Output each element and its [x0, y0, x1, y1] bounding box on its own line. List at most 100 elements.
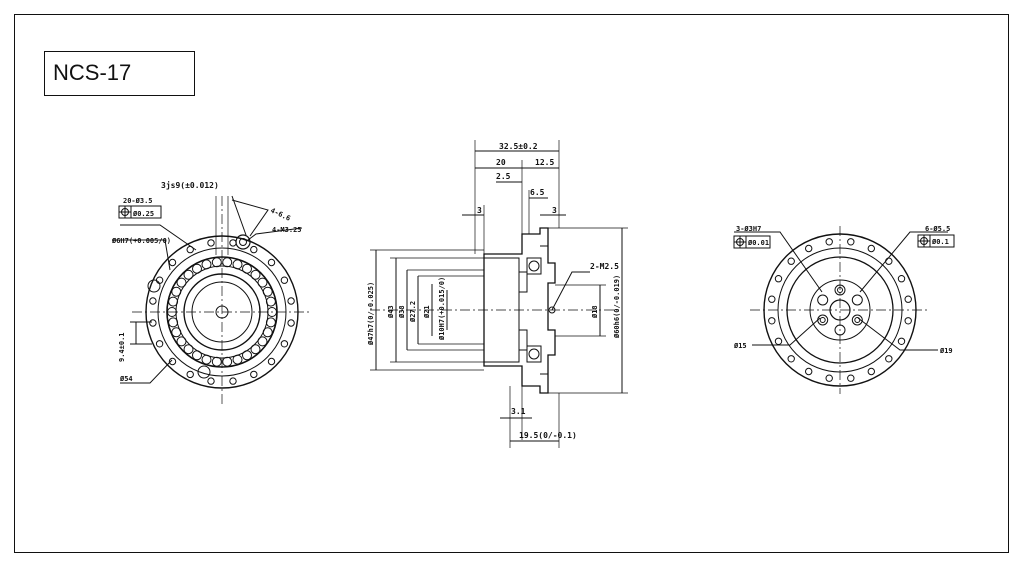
side-dia-10-label: Ø10H7(+0.015/0) [438, 277, 446, 341]
side-dia-43-label: Ø43 [387, 305, 395, 319]
mounting-hole [817, 294, 829, 306]
rear-view-labels: 3-Ø3H7 Ø0.01 6-Ø5.5 Ø0.1 Ø15 Ø19 [733, 225, 953, 355]
bolt-hole [155, 276, 164, 284]
bearing-ball [265, 317, 276, 328]
mounting-hole [851, 294, 863, 306]
side-dia-60-label: Ø60h6(0/-0.019) [613, 275, 621, 339]
front-view-labels: 3js9(±0.012) 20-Ø3.5 Ø0.25 Ø6H7(+0.005/0… [111, 180, 302, 383]
bearing-ball [242, 350, 252, 361]
front-offset-label: 9.4±0.1 [118, 332, 126, 362]
bolt-hole [885, 257, 893, 265]
side-seg-b-label: 12.5 [535, 158, 554, 167]
bolt-hole [155, 340, 164, 348]
bearing-ball [176, 336, 187, 347]
bearing-ball [257, 336, 268, 347]
side-view-labels: 32.5±0.2 20 12.5 2.5 6.5 3 3 2-M2.5 Ø47h… [367, 142, 621, 440]
rear-dia-19-label: Ø19 [939, 347, 953, 355]
bolt-hole [149, 319, 157, 327]
bearing-ball [222, 356, 233, 367]
bolt-hole [787, 355, 795, 363]
side-3-right-label: 3 [552, 206, 557, 215]
bearing-ball [192, 263, 202, 274]
bolt-hole [768, 295, 776, 303]
rear-view [733, 226, 955, 394]
bolt-hole [267, 258, 276, 267]
front-fcf-label: Ø0.25 [132, 210, 154, 218]
bearing-ball [211, 257, 222, 268]
bolt-hole [207, 377, 215, 385]
bolt-hole [805, 367, 813, 376]
drawing-title: NCS-17 [53, 60, 132, 85]
bolt-hole [897, 275, 906, 283]
side-dia-18-label: Ø18 [591, 305, 599, 319]
rear-holes-label: 6-Ø5.5 [925, 225, 950, 233]
bearing-ball [201, 259, 212, 270]
bolt-hole [287, 319, 295, 327]
bearing-ball [242, 263, 252, 274]
bolt-hole [825, 238, 833, 246]
bolt-hole [168, 258, 177, 267]
bearing-ball [171, 327, 182, 338]
bolt-hole [267, 357, 276, 366]
bearing-ball [211, 356, 222, 367]
side-dia-27-label: Ø27.2 [409, 301, 417, 323]
bearing-ball [201, 354, 212, 365]
bolt-hole [787, 257, 795, 265]
bolt-hole [805, 244, 813, 253]
bearing-ball [222, 257, 233, 268]
bearing-ball [232, 354, 243, 365]
title-box [44, 51, 195, 96]
rear-fcf-pins-label: Ø0.01 [747, 239, 769, 247]
drawing-border [14, 14, 1009, 553]
bearing-ball [183, 269, 194, 280]
front-tolerance-label: 3js9(±0.012) [161, 180, 219, 190]
front-view [112, 195, 312, 404]
bearing-ball [168, 317, 179, 328]
rear-fcf-holes-label: Ø0.1 [931, 238, 949, 246]
side-2-5-label: 2.5 [496, 172, 511, 181]
bolt-hole [867, 244, 875, 253]
bolt-hole [250, 245, 258, 254]
side-6-5-label: 6.5 [530, 188, 545, 197]
bolt-hole [149, 297, 157, 305]
side-view [370, 140, 628, 448]
bolt-hole [229, 239, 237, 247]
front-bore-label: Ø6H7(+0.005/0) [111, 237, 171, 245]
bolt-hole [168, 357, 177, 366]
bolt-hole [825, 374, 833, 382]
bolt-hole [280, 340, 289, 348]
side-19-5-label: 19.5(0/-0.1) [519, 431, 577, 440]
side-dia-38-label: Ø38 [398, 305, 406, 319]
bolt-hole [287, 297, 295, 305]
bearing-ball [232, 259, 243, 270]
bolt-hole [847, 374, 855, 382]
mounting-hole [817, 314, 829, 326]
bolt-hole [897, 337, 906, 345]
bolt-hole [904, 295, 912, 303]
bolt-hole [250, 370, 258, 379]
bearing-ball [183, 344, 194, 355]
bolt-hole [186, 370, 194, 379]
bearing-ball [265, 296, 276, 307]
bearing-ball [262, 286, 273, 297]
bearing-ball [250, 269, 261, 280]
side-dia-21-label: Ø21 [423, 305, 431, 319]
bolt-hole [207, 239, 215, 247]
mounting-hole [851, 314, 863, 326]
bearing-ball [192, 350, 202, 361]
bolt-hole [229, 377, 237, 385]
bolt-hole [885, 355, 893, 363]
bolt-hole [280, 276, 289, 284]
side-thread-label: 2-M2.5 [590, 262, 619, 271]
bearing-ball [257, 277, 268, 288]
bearing-ball [171, 286, 182, 297]
side-3-1-label: 3.1 [511, 407, 526, 416]
front-outer-dia-label: Ø54 [119, 375, 133, 383]
bearing-ball [168, 296, 179, 307]
side-seg-a-label: 20 [496, 158, 506, 167]
rear-dia-15-label: Ø15 [733, 342, 747, 350]
bolt-hole [774, 275, 783, 283]
bolt-hole [768, 317, 776, 325]
bolt-hole [904, 317, 912, 325]
